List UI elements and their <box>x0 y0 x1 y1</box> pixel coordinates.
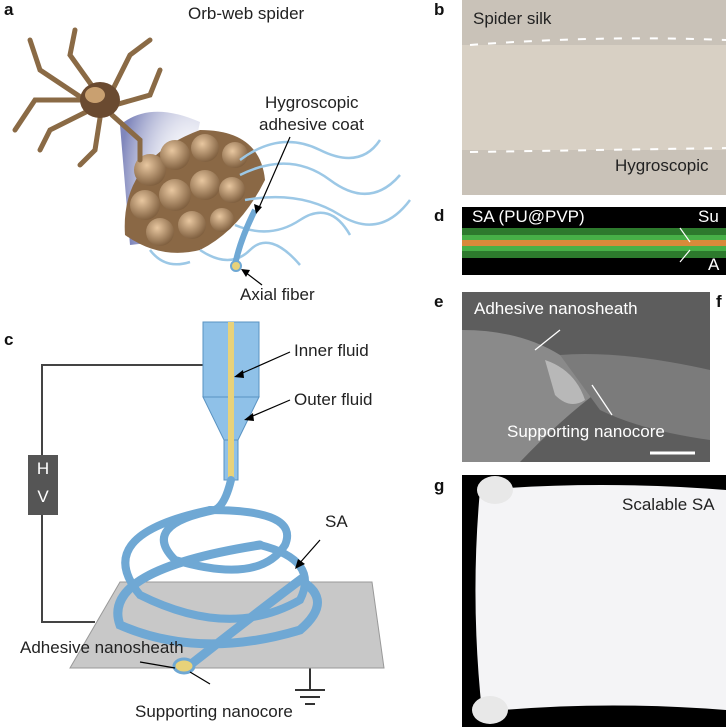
callout-axial-fiber: Axial fiber <box>240 285 315 304</box>
sa-label: SA <box>325 512 348 531</box>
sa-pu-pvp-label: SA (PU@PVP) <box>472 207 585 226</box>
panel-g-label: g <box>434 476 445 495</box>
e-nanocore-label: Supporting nanocore <box>507 422 665 441</box>
ground-icon <box>295 668 325 705</box>
panel-c-label: c <box>4 330 14 349</box>
panel-f-label: f <box>716 292 722 311</box>
callout-hygroscopic-coat: Hygroscopic adhesive coat <box>259 93 364 134</box>
fiber-arrow <box>244 271 263 286</box>
panel-a-title: Orb-web spider <box>188 4 305 23</box>
coat-arrow <box>257 136 291 211</box>
panel-e-label: e <box>434 292 444 311</box>
adhesive-nanosheath-label: Adhesive nanosheath <box>20 638 184 657</box>
collector-plate <box>69 581 385 669</box>
coaxial-nozzle <box>202 321 260 481</box>
supporting-nanocore-label: Supporting nanocore <box>135 702 293 721</box>
panel-b-label: b <box>434 0 445 19</box>
panel-a-label: a <box>4 0 14 19</box>
spider-icon <box>12 27 163 168</box>
scalable-sa-sheet <box>475 485 726 712</box>
inner-fluid-label: Inner fluid <box>294 341 369 360</box>
spider-silk-label: Spider silk <box>473 9 552 28</box>
panel-d-label: d <box>434 206 445 225</box>
droplet-bumps <box>130 134 248 246</box>
scalable-sa-label: Scalable SA <box>622 495 715 514</box>
d-right-bottom-label: A <box>708 255 720 274</box>
hygroscopic-label: Hygroscopic <box>615 156 709 175</box>
d-right-top-label: Su <box>698 207 719 226</box>
silk-outline <box>469 37 726 153</box>
sa-spiral <box>113 476 322 670</box>
hv-power-supply: H V <box>28 455 58 515</box>
outer-fluid-label: Outer fluid <box>294 390 373 409</box>
hygroscopic-fibers <box>149 139 411 266</box>
circuit-wire <box>41 364 205 623</box>
e-nanosheath-label: Adhesive nanosheath <box>474 299 638 318</box>
